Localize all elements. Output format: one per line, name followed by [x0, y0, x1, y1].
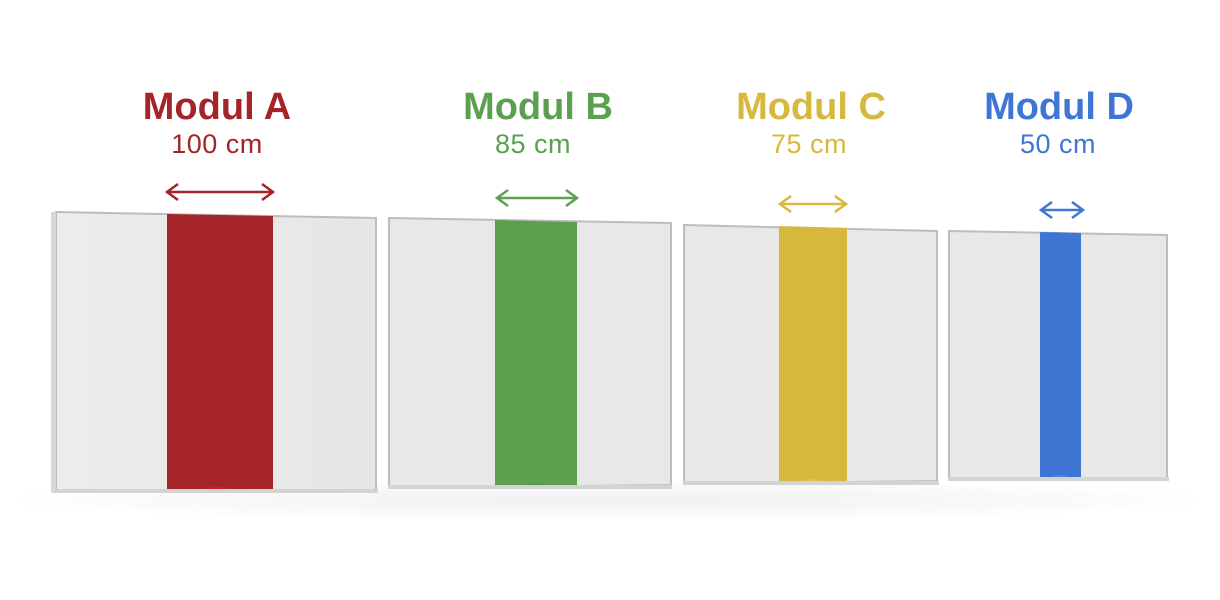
module-d-size: 50 cm [1019, 129, 1097, 159]
module-c-title: Modul C [736, 86, 886, 128]
double-headed-arrow-icon [494, 188, 580, 208]
module-c-size: 75 cm [770, 129, 848, 159]
panel-b [388, 216, 672, 490]
double-headed-arrow-icon [164, 182, 276, 202]
module-b-title: Modul B [463, 86, 613, 128]
double-headed-arrow-icon [1038, 200, 1086, 220]
module-d-title: Modul D [984, 86, 1134, 128]
panel-d [948, 229, 1169, 482]
panel-c [683, 223, 939, 486]
double-headed-arrow-icon [777, 194, 849, 214]
panel-a [51, 210, 378, 493]
module-a-title: Modul A [142, 86, 292, 128]
module-b-size: 85 cm [494, 129, 572, 159]
module-a-size: 100 cm [171, 129, 263, 159]
